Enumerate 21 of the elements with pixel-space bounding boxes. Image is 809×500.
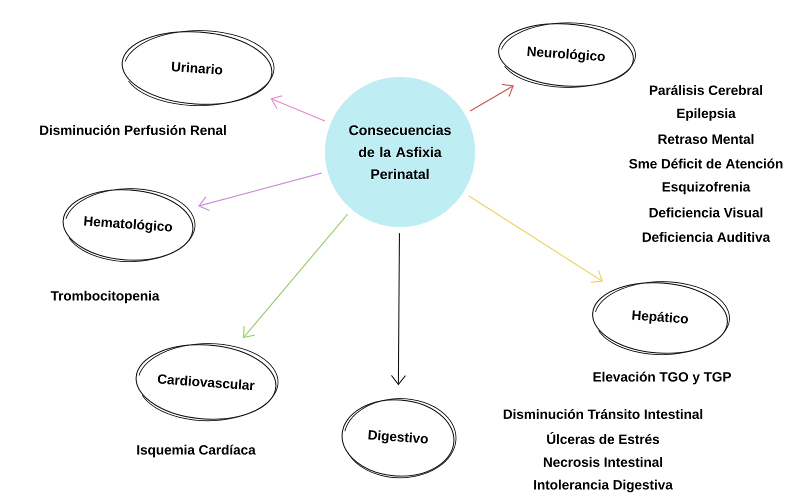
symptom-text: Epilepsia	[677, 108, 736, 121]
symptom-text: Trombocitopenia	[50, 290, 160, 304]
symptom-text: Retraso Mental	[658, 134, 754, 144]
symptom-text: Deficiencia Auditiva	[642, 232, 770, 242]
symptom-text: Disminución Perfusión Renal	[40, 124, 226, 135]
arrow	[270, 95, 326, 122]
arrow	[198, 172, 322, 211]
arrow	[391, 233, 406, 386]
symptom-text: Disminución Tránsito Intestinal	[504, 408, 702, 419]
arrow	[242, 214, 348, 338]
symptom-text: Parálisis Cerebral	[650, 84, 762, 95]
arrow	[470, 84, 514, 112]
symptom-text: Isquemia Cardíaca	[137, 444, 256, 458]
symptom-text: Esquizofrenia	[662, 182, 750, 194]
symptom-text: Intolerancia Digestiva	[534, 480, 673, 492]
symptom-text: Sme Déficit de Atención	[629, 158, 782, 168]
symptom-text: Elevación TGO y TGP	[594, 372, 731, 384]
arrow	[468, 195, 603, 283]
symptom-text: Necrosis Intestinal	[544, 457, 662, 467]
symptom-text: Deficiencia Visual	[650, 208, 762, 218]
symptom-text: Úlceras de Estrés	[547, 432, 660, 444]
